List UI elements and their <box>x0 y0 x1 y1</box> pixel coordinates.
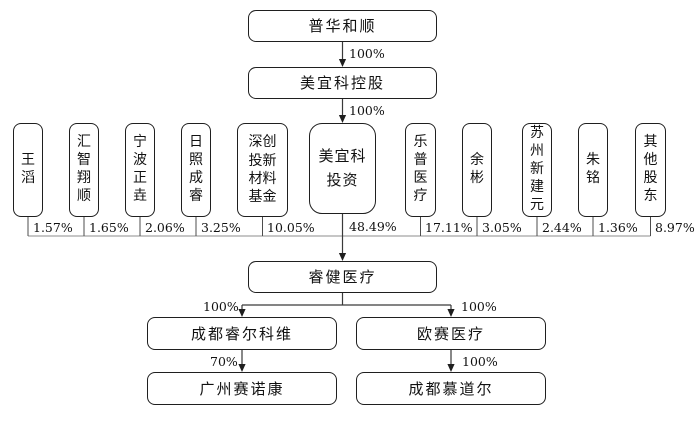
edge-holding-to-investment <box>338 99 347 123</box>
pct-ruijian-to-ousai: 100% <box>461 299 497 314</box>
node-ruijian-medical: 睿健医疗 <box>248 261 437 293</box>
edge-puhua-to-holding <box>338 42 347 67</box>
node-meiyike-investment: 美宜科投资 <box>309 123 376 214</box>
node-shenchuangtou-fund: 深创投新材料基金 <box>237 123 288 217</box>
pct-meiyike-investment: 48.49% <box>349 219 397 234</box>
pct-yu-bin: 3.05% <box>482 220 522 235</box>
node-meiyike-holding: 美宜科控股 <box>248 67 437 99</box>
node-chengdu-ruier-kewei: 成都睿尔科维 <box>147 317 337 350</box>
pct-ruijian-to-ruierkewei: 100% <box>203 299 239 314</box>
node-zhu-ming: 朱铭 <box>578 123 608 217</box>
pct-lepu-medical: 17.11% <box>425 220 473 235</box>
node-lepu-medical: 乐普医疗 <box>405 123 436 217</box>
pct-puhua-to-holding: 100% <box>349 46 385 61</box>
edge-ruijian-split <box>238 293 455 317</box>
pct-holding-to-investment: 100% <box>349 103 385 118</box>
pct-ningbo-zhengyao: 2.06% <box>145 220 185 235</box>
pct-rizhao-chengrui: 3.25% <box>201 220 241 235</box>
pct-ruierkewei-to-sainuokang: 70% <box>210 354 238 369</box>
pct-huizhi-xiangshun: 1.65% <box>89 220 129 235</box>
edge-ruierkewei-to-sainuokang <box>238 350 246 372</box>
node-wang-tao: 王滔 <box>13 123 43 217</box>
node-other-shareholders: 其他股东 <box>635 123 666 217</box>
node-chengdu-mudaoer: 成都慕道尔 <box>356 372 546 405</box>
pct-zhu-ming: 1.36% <box>598 220 638 235</box>
pct-wang-tao: 1.57% <box>33 220 73 235</box>
pct-other-shareholders: 8.97% <box>655 220 695 235</box>
shareholder-stubs <box>27 217 651 236</box>
node-puhua-heshun: 普华和顺 <box>248 10 437 42</box>
edge-ousai-to-mudaoer <box>447 350 455 372</box>
node-ousai-medical: 欧赛医疗 <box>356 317 546 350</box>
node-guangzhou-sainuokang: 广州赛诺康 <box>147 372 337 405</box>
node-huizhi-xiangshun: 汇智翔顺 <box>69 123 99 217</box>
pct-ousai-to-mudaoer: 100% <box>462 354 498 369</box>
node-yu-bin: 余彬 <box>462 123 492 217</box>
node-rizhao-chengrui: 日照成睿 <box>181 123 211 217</box>
pct-shenchuangtou-fund: 10.05% <box>267 220 315 235</box>
node-ningbo-zhengyao: 宁波正垚 <box>125 123 155 217</box>
pct-suzhou-xinjianyuan: 2.44% <box>542 220 582 235</box>
node-suzhou-xinjianyuan: 苏州新建元 <box>522 123 552 217</box>
edge-investment-to-ruijian <box>338 214 347 261</box>
